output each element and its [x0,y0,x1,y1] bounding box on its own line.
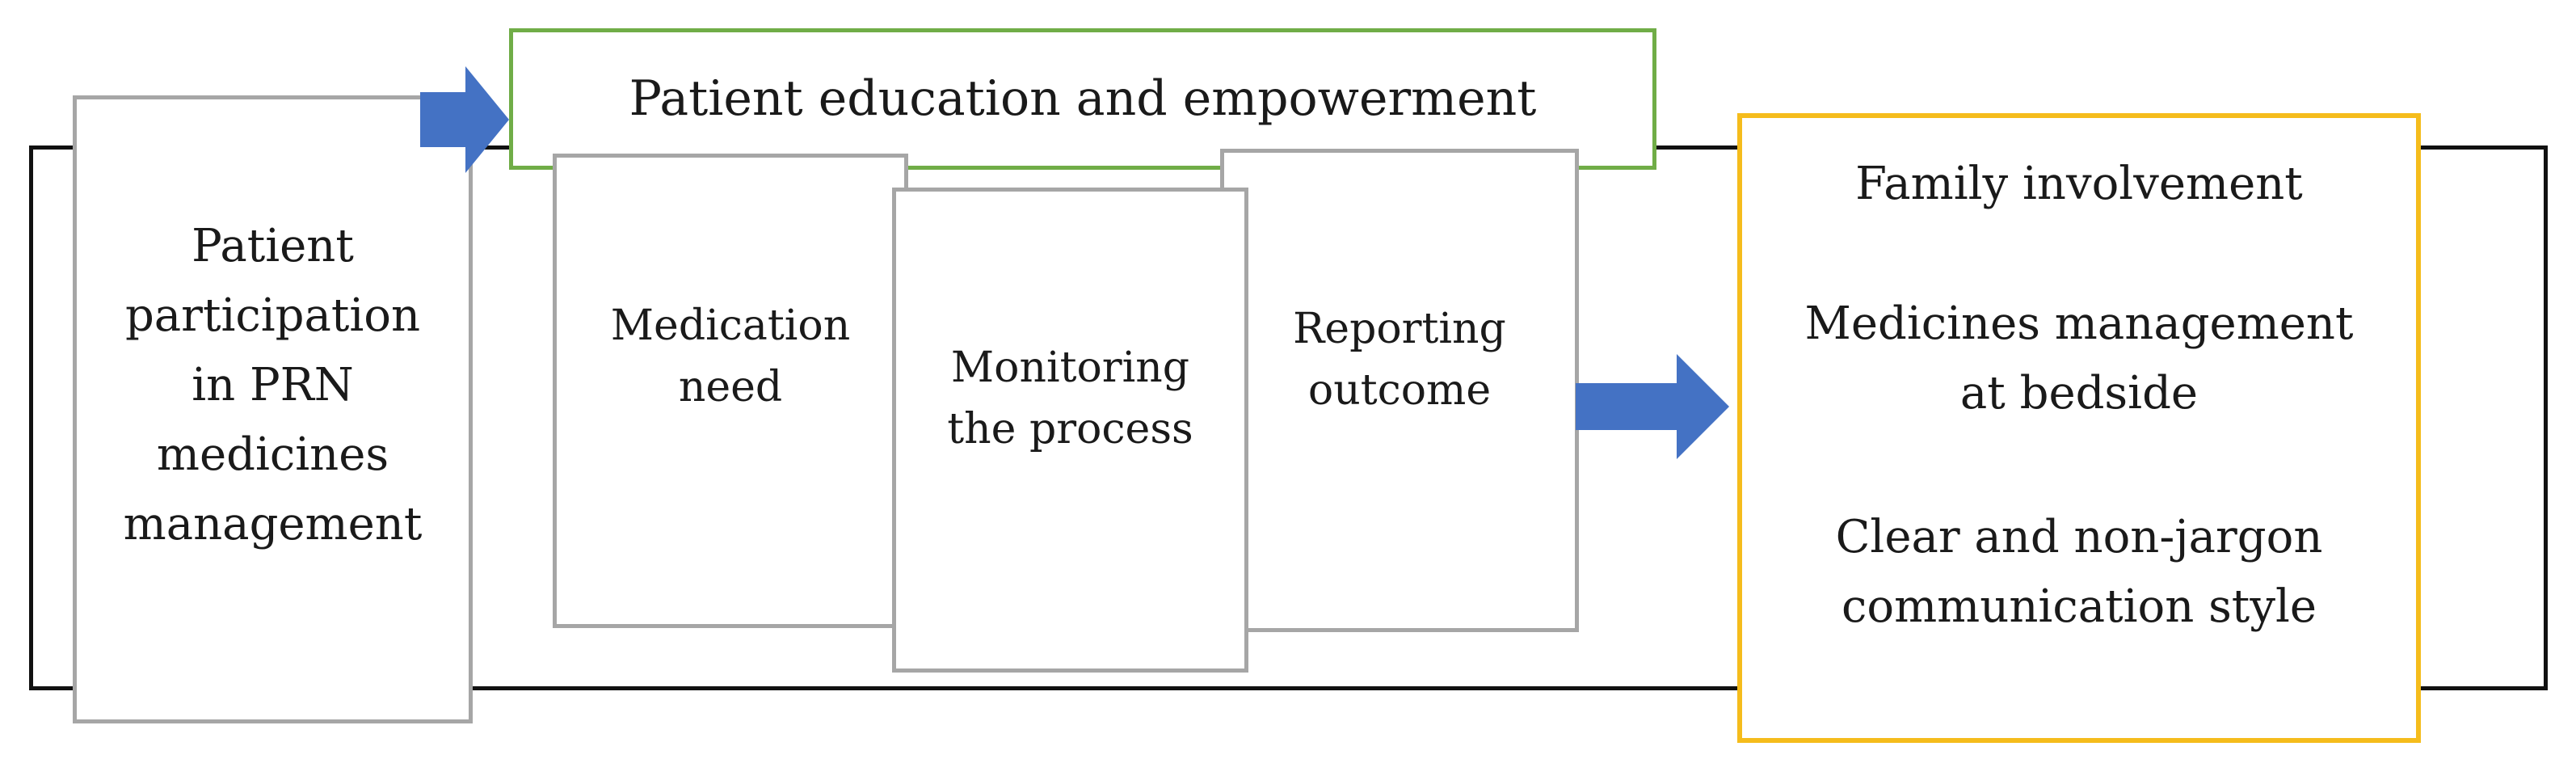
education-box: Patient education and empowerment [509,28,1656,170]
arrow-to-education [420,66,509,173]
reporting-outcome-box: Reporting outcome [1220,149,1579,632]
arrow-right-icon [420,66,509,173]
arrow-right-icon [1576,354,1729,459]
medication-need-label: Medication need [610,302,851,411]
reporting-outcome-label: Reporting outcome [1293,305,1506,415]
outcomes-box: Family involvement Medicines management … [1737,113,2421,743]
arrow-to-outcomes [1576,354,1729,459]
monitoring-label: Monitoring the process [947,344,1193,453]
medication-need-box: Medication need [553,154,908,628]
participation-label: Patient participation in PRN medicines m… [123,219,423,550]
bedside-management-label: Medicines management at bedside [1804,297,2354,420]
monitoring-box: Monitoring the process [892,188,1248,673]
communication-style-label: Clear and non-jargon communication style [1835,511,2323,633]
family-involvement-label: Family involvement [1855,158,2303,210]
participation-box: Patient participation in PRN medicines m… [73,95,473,723]
education-label: Patient education and empowerment [629,70,1537,127]
